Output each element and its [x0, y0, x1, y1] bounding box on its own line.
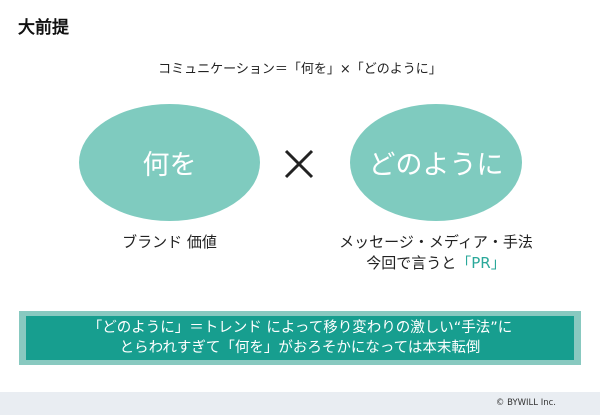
- what-circle: 何を: [79, 104, 260, 221]
- copyright-text: © BYWILL Inc.: [495, 398, 556, 408]
- method-label-line2: 今回で言うと「PR」: [320, 253, 552, 274]
- slide-title: 大前提: [18, 18, 69, 38]
- how-circle: どのように: [350, 104, 522, 221]
- callout-line1: 「どのように」＝トレンド によって移り変わりの激しい“手法”に: [87, 320, 513, 336]
- times-icon: [284, 149, 314, 179]
- pr-accent-text: 「PR」: [456, 254, 506, 272]
- method-label-prefix: 今回で言うと: [366, 254, 457, 272]
- brand-value-label: ブランド 価値: [122, 233, 217, 251]
- footer-bar: [0, 392, 600, 415]
- what-circle-label: 何を: [142, 150, 197, 181]
- callout-box: 「どのように」＝トレンド によって移り変わりの激しい“手法”に とらわれすぎて「…: [26, 316, 574, 360]
- method-label: メッセージ・メディア・手法 今回で言うと「PR」: [320, 232, 552, 274]
- slide-subtitle: コミュニケーション＝「何を」×「どのように」: [158, 62, 442, 77]
- callout-line2: とらわれすぎて「何を」がおろそかになっては本末転倒: [119, 340, 481, 356]
- how-circle-label: どのように: [368, 150, 504, 181]
- method-label-line1: メッセージ・メディア・手法: [339, 233, 533, 251]
